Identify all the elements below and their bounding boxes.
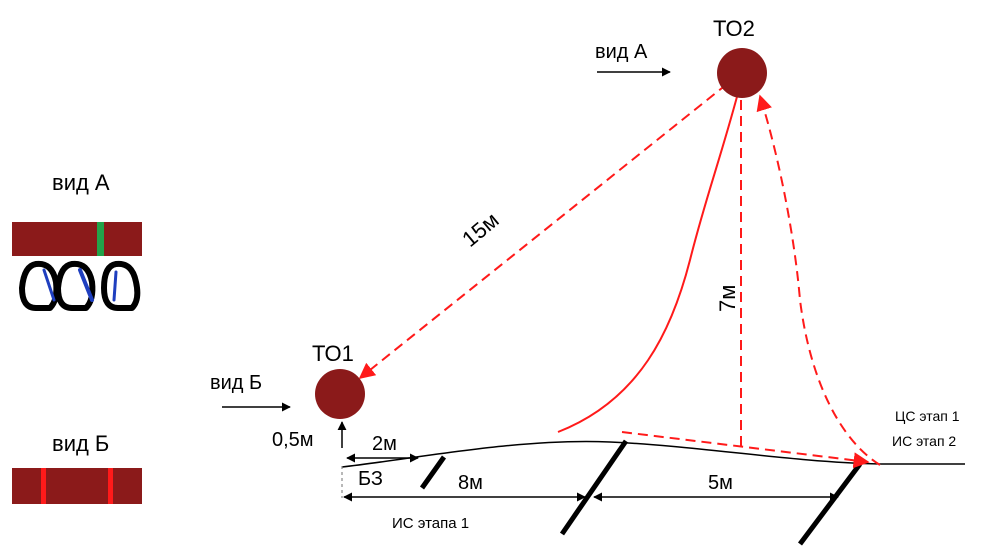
ground-stake <box>798 462 862 546</box>
rope-diagonal <box>358 83 728 380</box>
view-b-label: вид Б <box>210 372 262 394</box>
dim-7m: 7м <box>715 285 740 312</box>
carabiner-icon <box>55 260 96 311</box>
label-to2: ТО2 <box>713 16 755 41</box>
rope-return-curve <box>756 94 881 466</box>
anchor-to2 <box>717 48 767 98</box>
label-is-stage1: ИС этапа 1 <box>392 515 469 532</box>
legend-view-a-marker <box>97 222 104 256</box>
dim-5m: 5м <box>708 472 733 494</box>
dim-bz: БЗ <box>358 468 383 490</box>
legend-view-b-marker <box>41 468 46 504</box>
label-to1: ТО1 <box>312 341 354 366</box>
dim-8m: 8м <box>458 472 483 494</box>
view-a-label: вид А <box>595 41 648 63</box>
ground-stake <box>559 439 629 536</box>
legend-view-b-marker <box>108 468 113 504</box>
rope-solid-curve <box>557 92 739 433</box>
legend-view-a-title: вид А <box>52 170 110 195</box>
label-is-stage2: ИС этап 2 <box>892 433 956 449</box>
ground-stake <box>419 455 447 490</box>
legend-view-b-bar <box>12 468 142 504</box>
legend-view-a-bar <box>12 222 142 256</box>
dim-05m: 0,5м <box>272 429 314 451</box>
rope-ground-dashed <box>621 431 870 469</box>
dim-15m: 15м <box>457 207 503 252</box>
legend-view-a: вид А <box>12 170 142 311</box>
legend-view-b-title: вид Б <box>52 431 109 456</box>
ground-line <box>341 440 965 468</box>
dim-2m: 2м <box>372 433 397 455</box>
label-cs-stage1: ЦС этап 1 <box>895 408 960 424</box>
anchor-to1 <box>315 369 365 419</box>
carabiner-group <box>19 260 141 311</box>
carabiner-icon <box>101 260 141 311</box>
legend-view-b: вид Б <box>12 431 142 504</box>
carabiner-icon <box>19 260 60 311</box>
